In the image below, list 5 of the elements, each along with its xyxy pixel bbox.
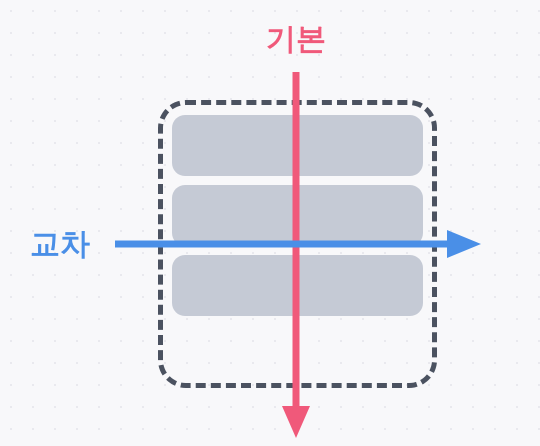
axis-label: 교차: [30, 230, 90, 260]
axis-label: 기본: [266, 25, 326, 55]
flex-item: [172, 255, 423, 316]
flex-item: [172, 115, 423, 176]
dashed-container: [158, 100, 437, 388]
